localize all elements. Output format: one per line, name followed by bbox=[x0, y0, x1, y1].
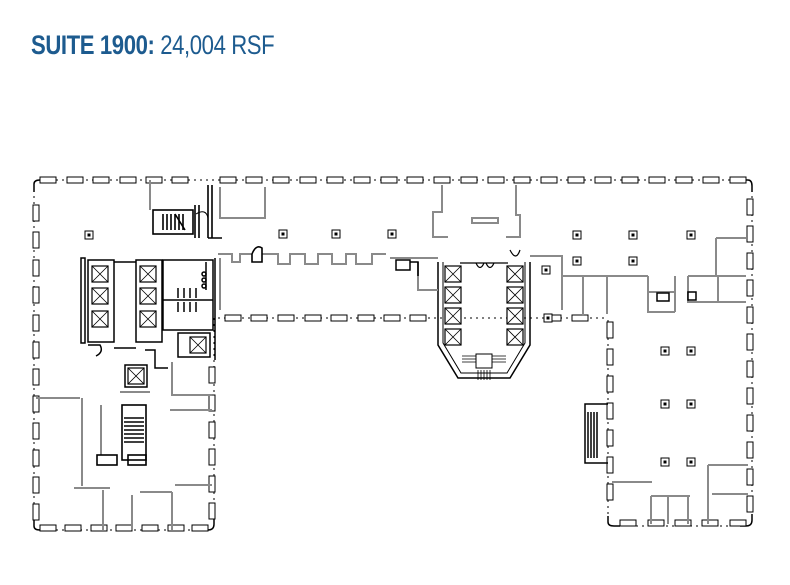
restrooms bbox=[162, 259, 214, 331]
suite-area: 24,004 RSF bbox=[160, 30, 275, 60]
windows-top bbox=[39, 176, 747, 184]
stair-north bbox=[152, 185, 222, 239]
stair-south bbox=[96, 404, 147, 466]
center-column-marks bbox=[541, 265, 553, 323]
windows-corridor-south bbox=[224, 314, 589, 322]
service-elevator bbox=[124, 364, 148, 388]
west-partitions bbox=[36, 397, 212, 530]
windows-west-wing-east bbox=[208, 366, 216, 520]
suite-title: SUITE 1900: 24,004 RSF bbox=[31, 30, 275, 61]
elevator-bank-west bbox=[80, 257, 163, 349]
windows-bottom-right bbox=[619, 519, 747, 527]
freight-elevator bbox=[177, 332, 211, 358]
exterior-stair bbox=[584, 403, 608, 464]
east-offices-south bbox=[612, 464, 748, 524]
center-north-room bbox=[432, 185, 521, 238]
core-west-rooms bbox=[390, 257, 438, 291]
windows-east-wing-west bbox=[606, 321, 614, 501]
corridor-north-wall bbox=[218, 253, 563, 310]
suite-label: SUITE 1900: bbox=[31, 30, 155, 60]
east-offices-north bbox=[562, 237, 746, 316]
windows-bottom-left bbox=[39, 524, 209, 532]
elevator-bank-center bbox=[437, 262, 531, 380]
columns bbox=[84, 229, 696, 467]
